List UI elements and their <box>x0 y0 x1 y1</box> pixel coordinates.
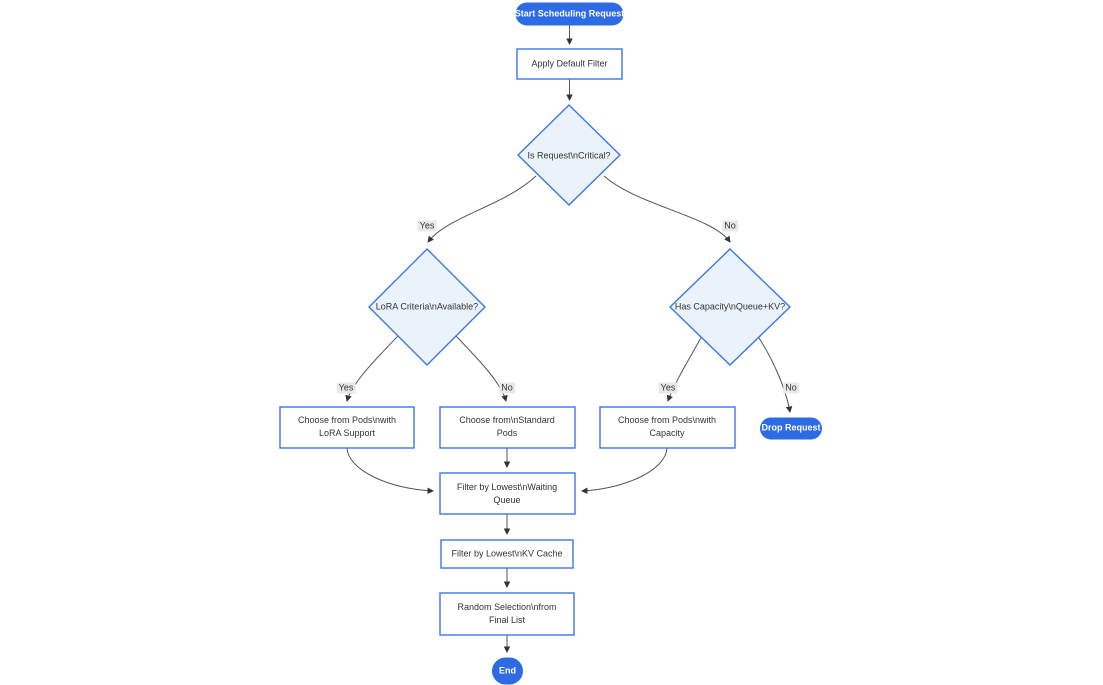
edge-label-capacity-yes: Yes <box>658 382 678 394</box>
choose-standard-pods-label: Choose from\nStandard Pods <box>459 414 555 440</box>
choose-capacity-pods-label-line2: Capacity <box>649 428 685 438</box>
apply-default-filter-label: Apply Default Filter <box>531 58 608 69</box>
random-selection-node <box>439 592 575 636</box>
choose-standard-pods-label-line2: Pods <box>496 428 518 438</box>
filter-kv-cache-label: Filter by Lowest\nKV Cache <box>451 548 563 559</box>
filter-waiting-queue-node <box>439 472 576 515</box>
edge-label-critical-no: No <box>722 220 738 232</box>
filter-waiting-queue-label: Filter by Lowest\nWaiting Queue <box>457 481 557 507</box>
end-node <box>492 657 523 685</box>
drop-request-node <box>760 417 822 440</box>
lora-criteria-label: LoRA Criteria\nAvailable? <box>375 301 479 312</box>
edge-capacity-yes <box>666 335 703 402</box>
edge-label-lora-yes: Yes <box>336 382 356 394</box>
random-selection-label-line1: Random Selection\nfrom <box>457 602 557 612</box>
choose-standard-pods-label-line1: Choose from\nStandard <box>459 415 555 425</box>
filter-waiting-queue-label-line2: Queue <box>493 495 521 505</box>
choose-lora-pods-label-line2: LoRA Support <box>318 428 376 438</box>
edge-is-critical-no <box>603 175 731 243</box>
drop-request-label: Drop Request <box>761 422 821 433</box>
end-node-label: End <box>499 665 516 676</box>
lora-criteria-decision <box>368 248 486 366</box>
start-node <box>515 2 624 26</box>
choose-capacity-pods-node <box>599 406 736 449</box>
random-selection-label-line2: Final List <box>488 615 525 625</box>
choose-standard-pods-node <box>439 406 576 449</box>
edge-choose-lora-to-filter-queue <box>346 447 434 494</box>
choose-capacity-pods-label-line1: Choose from Pods\nwith <box>617 415 717 425</box>
edge-lora-no <box>455 335 508 402</box>
filter-kv-cache-node <box>440 539 574 569</box>
is-request-critical-label: Is Request\nCritical? <box>527 150 611 161</box>
edge-label-critical-yes: Yes <box>417 220 437 232</box>
has-capacity-decision <box>668 248 792 366</box>
choose-lora-pods-label-line1: Choose from Pods\nwith <box>297 415 397 425</box>
edge-label-lora-no: No <box>499 382 515 394</box>
has-capacity-label: Has Capacity\nQueue+KV? <box>674 301 786 312</box>
random-selection-label: Random Selection\nfrom Final List <box>457 601 556 627</box>
choose-capacity-pods-label: Choose from Pods\nwith Capacity <box>618 414 716 440</box>
edge-is-critical-yes <box>427 175 537 243</box>
apply-default-filter-node <box>516 48 623 80</box>
choose-lora-pods-node <box>279 406 415 449</box>
is-request-critical-decision <box>517 104 621 206</box>
choose-lora-pods-label: Choose from Pods\nwith LoRA Support <box>298 414 396 440</box>
edge-lora-yes <box>345 335 399 402</box>
edge-choose-capacity-to-filter-queue <box>581 447 668 494</box>
edge-capacity-no <box>756 334 793 413</box>
filter-waiting-queue-label-line1: Filter by Lowest\nWaiting <box>456 482 558 492</box>
edge-label-capacity-no: No <box>783 382 799 394</box>
start-node-label: Start Scheduling Request <box>514 8 625 19</box>
